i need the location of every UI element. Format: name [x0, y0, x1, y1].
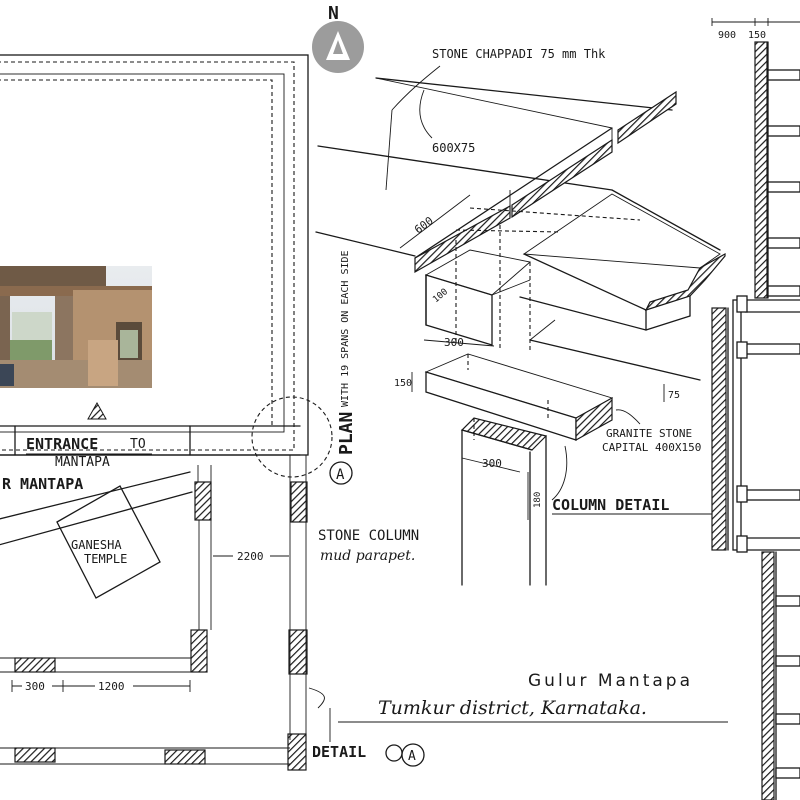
mud-parapet-note: mud parapet.	[320, 548, 415, 564]
dim-1200-text: 1200	[98, 680, 125, 693]
column-detail-title: COLUMN DETAIL	[552, 496, 669, 514]
detail-marker: A	[408, 749, 416, 764]
dimension-300-1200: 300 1200	[11, 679, 191, 693]
plan-title: PLAN WITH 19 SPANS ON EACH SIDE	[336, 250, 357, 455]
entrance-mantapa-label: MANTAPA	[55, 455, 110, 470]
entrance-to-label: TO	[130, 437, 146, 452]
north-arrow-inner	[333, 40, 343, 54]
chappadi-slabs	[315, 77, 677, 274]
dim-180-text: 180	[533, 492, 543, 508]
plan-note: WITH 19 SPANS ON EACH SIDE	[340, 250, 351, 407]
dim-300-text: 300	[25, 680, 45, 693]
dim-600-text: 600	[412, 214, 436, 236]
title-location: Tumkur district, Karnataka.	[378, 697, 647, 719]
north-letter: N	[328, 3, 339, 24]
chappadi-leaders	[385, 65, 441, 191]
dim-150-cap-text: 150	[394, 378, 412, 389]
dim-300-col-text: 300	[482, 457, 502, 470]
plan-label: PLAN	[336, 412, 357, 455]
stone-column-note: STONE COLUMN	[318, 528, 419, 544]
dim-900-text: 900	[718, 30, 736, 41]
plan-wall-lines	[0, 455, 307, 765]
mantapa-photo	[0, 266, 152, 388]
column-shaft	[460, 417, 548, 586]
granite-capital	[424, 353, 614, 442]
dimension-2200: 2200	[213, 550, 289, 563]
detail-label: DETAIL	[312, 743, 366, 761]
ganesha-label-2: TEMPLE	[84, 552, 127, 566]
entrance-label: ENTRANCE	[26, 435, 98, 453]
stone-beam	[519, 189, 726, 381]
elevation-dimensions: 900 150	[711, 18, 800, 41]
capital-label-1: GRANITE STONE	[606, 427, 692, 440]
dim-2200-text: 2200	[237, 550, 264, 563]
detail-marker-circle-2	[401, 743, 425, 767]
ganesha-temple: GANESHA TEMPLE	[56, 485, 161, 599]
elevation-walls	[711, 41, 800, 800]
ganesha-label-1: GANESHA	[71, 538, 122, 552]
chappadi-label: STONE CHAPPADI 75 mm Thk	[432, 47, 606, 61]
plan-outer-wall	[0, 54, 309, 456]
cross-beam-block	[424, 225, 531, 350]
dim-150-elev-text: 150	[748, 30, 766, 41]
plan-columns	[14, 481, 308, 771]
dim-75-text: 75	[668, 390, 680, 401]
path-lines	[0, 471, 193, 546]
detail-marker-circle-1	[385, 744, 403, 762]
capital-leader	[615, 409, 641, 425]
elevation-beams	[736, 69, 800, 779]
plan-marker-circle	[329, 461, 353, 485]
detail-leader	[308, 687, 331, 742]
detail-circle	[251, 396, 333, 478]
dim-300-beam-text: 300	[444, 336, 464, 349]
plan-marker: A	[336, 467, 345, 483]
slab-size-label: 600X75	[432, 141, 475, 155]
plan-north-triangle	[87, 401, 107, 420]
mantapa-partial-label: R MANTAPA	[2, 475, 83, 493]
capital-label-2: CAPITAL 400X150	[602, 441, 701, 454]
title-name: Gulur Mantapa	[528, 671, 693, 691]
column-detail-leader	[551, 445, 568, 501]
